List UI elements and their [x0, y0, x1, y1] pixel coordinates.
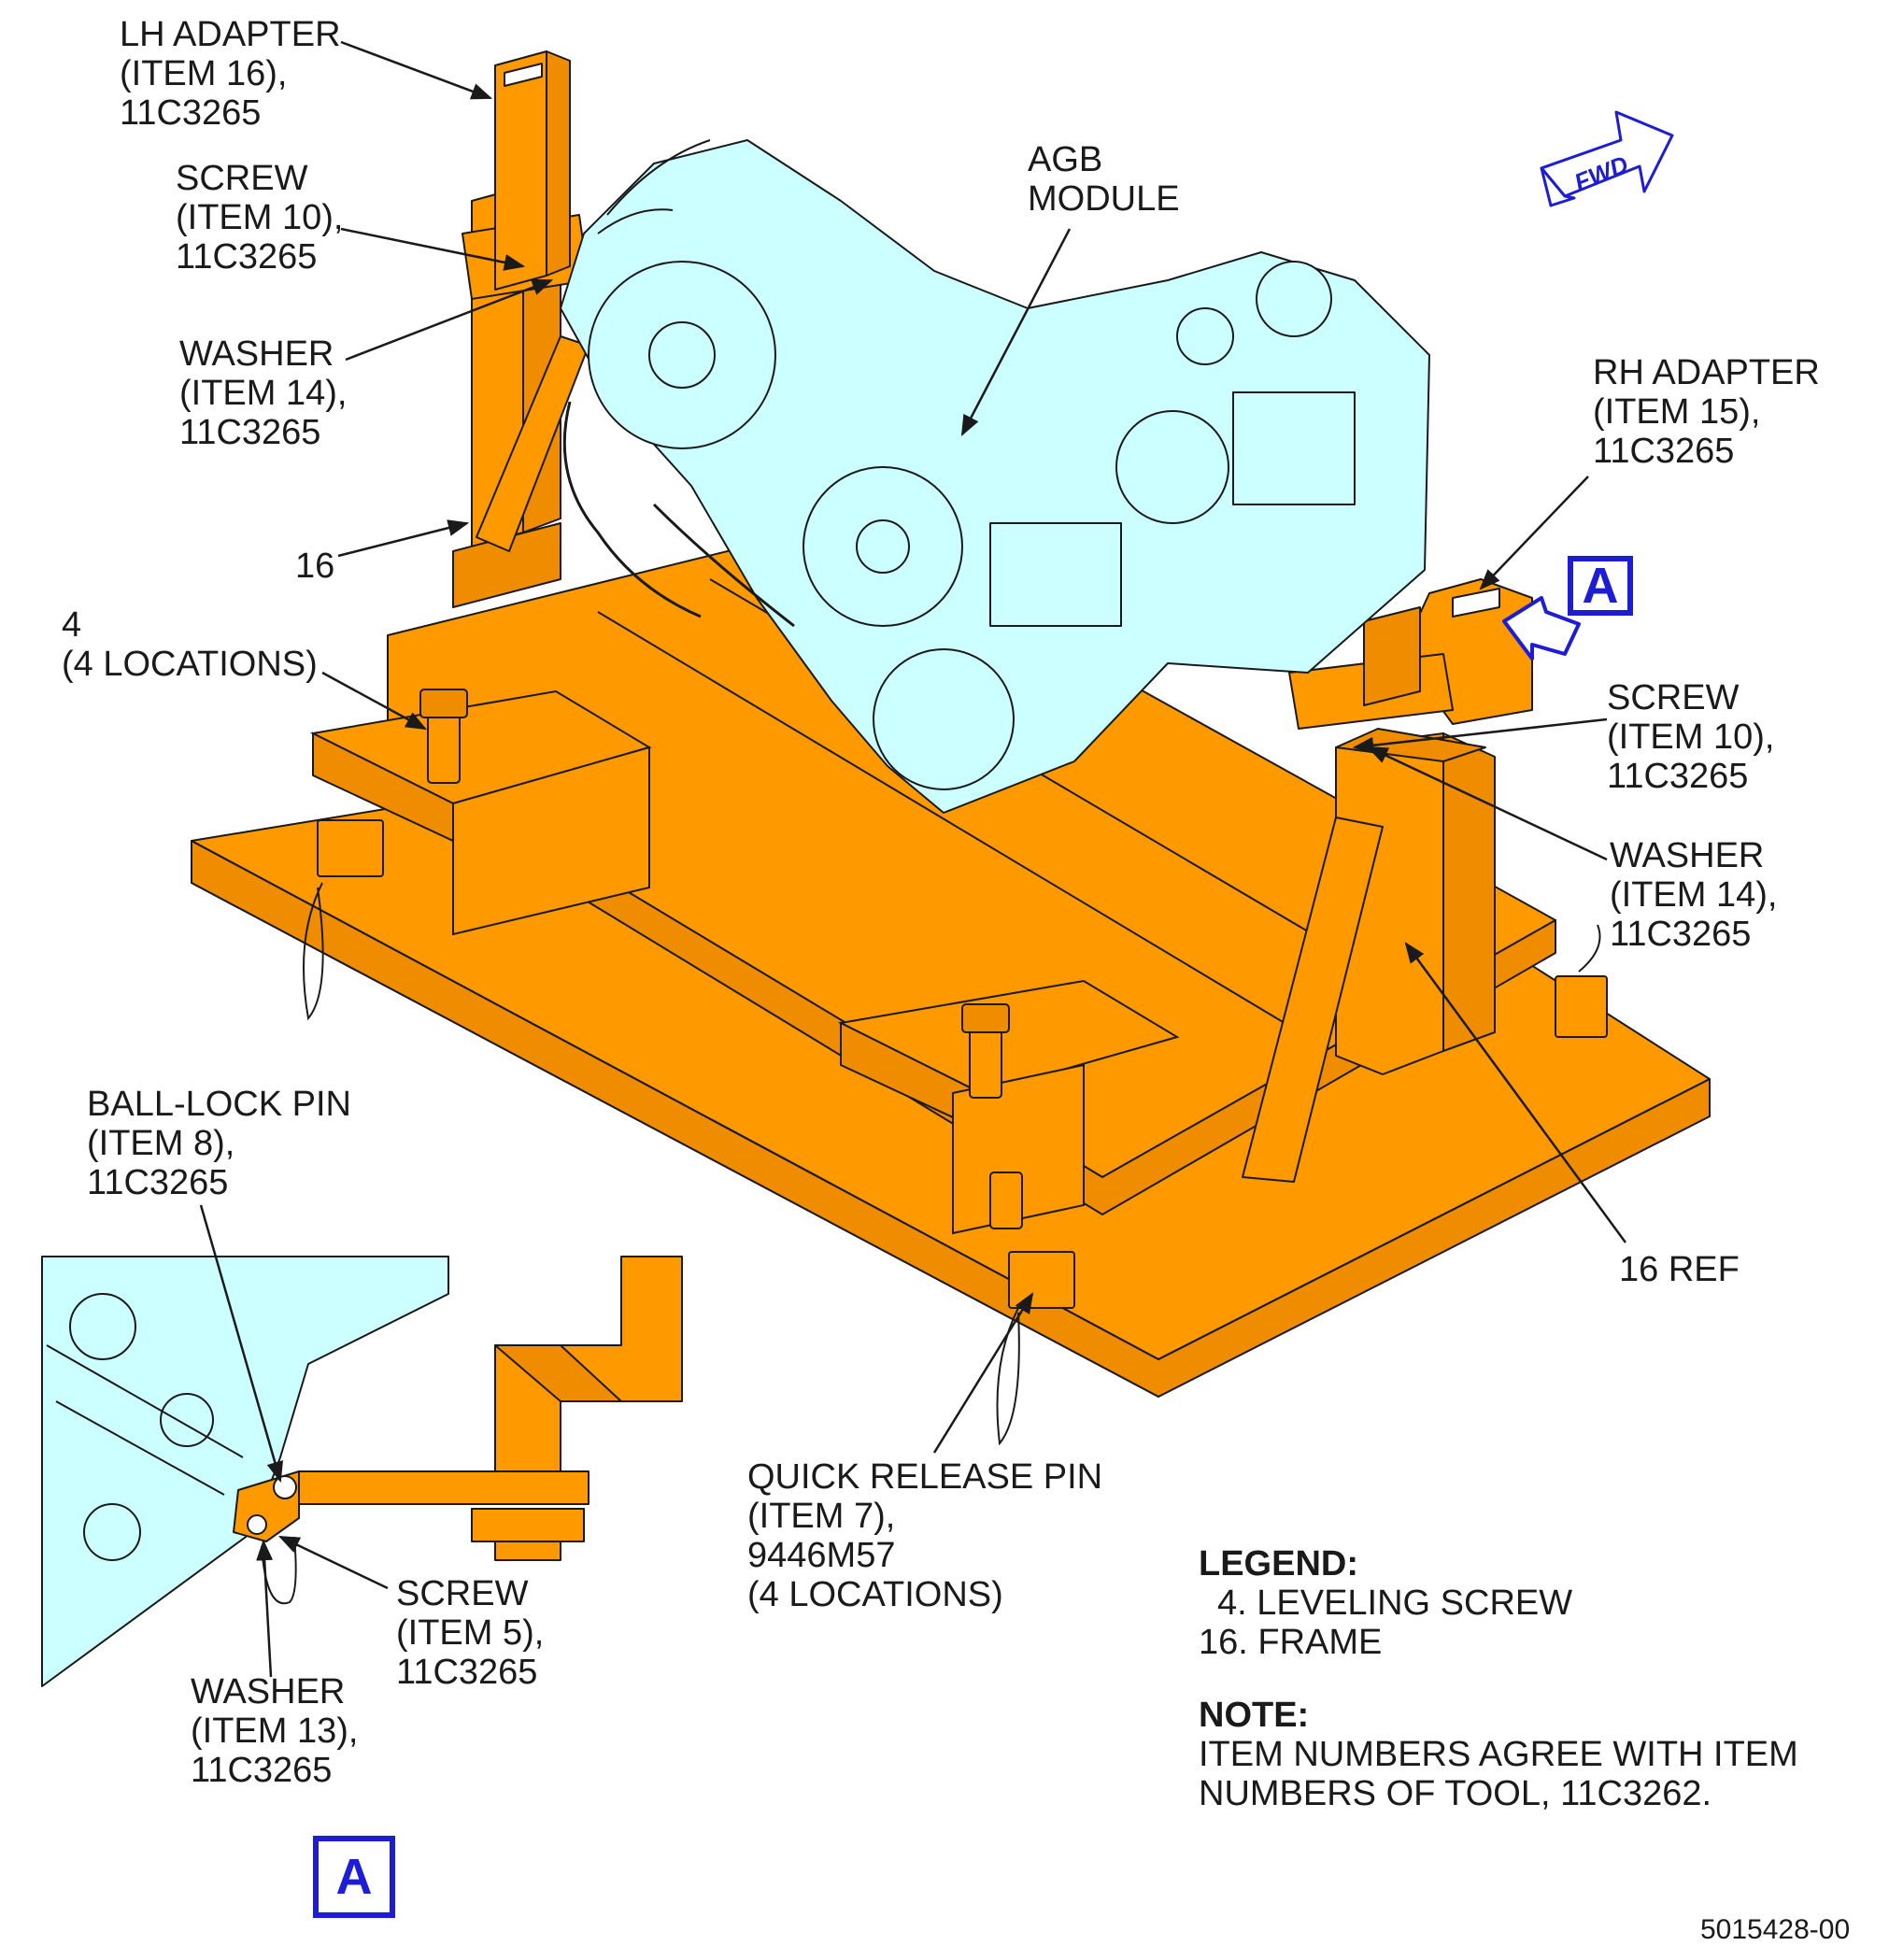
washer-item14-lh-callout: WASHER (ITEM 14), 11C3265 — [179, 334, 348, 452]
note-line: NUMBERS OF TOOL, 11C3262. — [1199, 1774, 1712, 1813]
quick-release-pin-icon — [303, 819, 1608, 1446]
washer-item14-rh-callout: WASHER (ITEM 14), 11C3265 — [1610, 836, 1778, 954]
legend-heading: LEGEND: — [1199, 1544, 1358, 1584]
screw-item5-callout: SCREW (ITEM 5), 11C3265 — [396, 1574, 545, 1692]
legend-item: 4. LEVELING SCREW — [1217, 1584, 1573, 1623]
leveling-screw-callout: 4 (4 LOCATIONS) — [62, 605, 318, 684]
screw-item10-rh-callout: SCREW (ITEM 10), 11C3265 — [1607, 678, 1775, 796]
rh-upright — [1242, 578, 1533, 1183]
agb-module — [560, 139, 1430, 814]
screw-item10-lh-callout: SCREW (ITEM 10), 11C3265 — [176, 159, 344, 277]
view-a-direction-arrow-icon — [1502, 596, 1581, 660]
leveling-screw-icon — [419, 689, 1023, 1229]
ball-lock-pin-callout: BALL-LOCK PIN (ITEM 8), 11C3265 — [87, 1085, 351, 1202]
view-a-detail-label: A — [313, 1836, 395, 1918]
leader-lines — [199, 40, 1627, 1678]
lh-upright — [452, 50, 589, 608]
view-a-marker: A — [1568, 556, 1633, 616]
note: NOTE: ITEM NUMBERS AGREE WITH ITEM NUMBE… — [1199, 1696, 1798, 1813]
fwd-direction-arrow-icon: FWD — [1540, 110, 1674, 207]
legend-item: 16. FRAME — [1199, 1623, 1383, 1662]
legend: LEGEND: 4. LEVELING SCREW 16. FRAME — [1199, 1544, 1572, 1662]
lh-adapter-callout: LH ADAPTER (ITEM 16), 11C3265 — [120, 15, 341, 133]
figure-id: 5015428-00 — [1700, 1914, 1851, 1945]
side-pads — [309, 689, 1180, 1235]
quick-release-pin-callout: QUICK RELEASE PIN (ITEM 7), 9446M57 (4 L… — [747, 1457, 1103, 1614]
rh-adapter-callout: RH ADAPTER (ITEM 15), 11C3265 — [1593, 353, 1820, 471]
frame-16-ref-callout: 16 REF — [1619, 1250, 1740, 1289]
washer-item13-callout: WASHER (ITEM 13), 11C3265 — [191, 1672, 359, 1790]
note-line: ITEM NUMBERS AGREE WITH ITEM — [1199, 1735, 1798, 1774]
agb-module-callout: AGB MODULE — [1028, 140, 1180, 219]
detail-a-view — [41, 1256, 683, 1687]
frame-16-callout: 16 — [295, 547, 335, 586]
note-heading: NOTE: — [1199, 1696, 1310, 1735]
